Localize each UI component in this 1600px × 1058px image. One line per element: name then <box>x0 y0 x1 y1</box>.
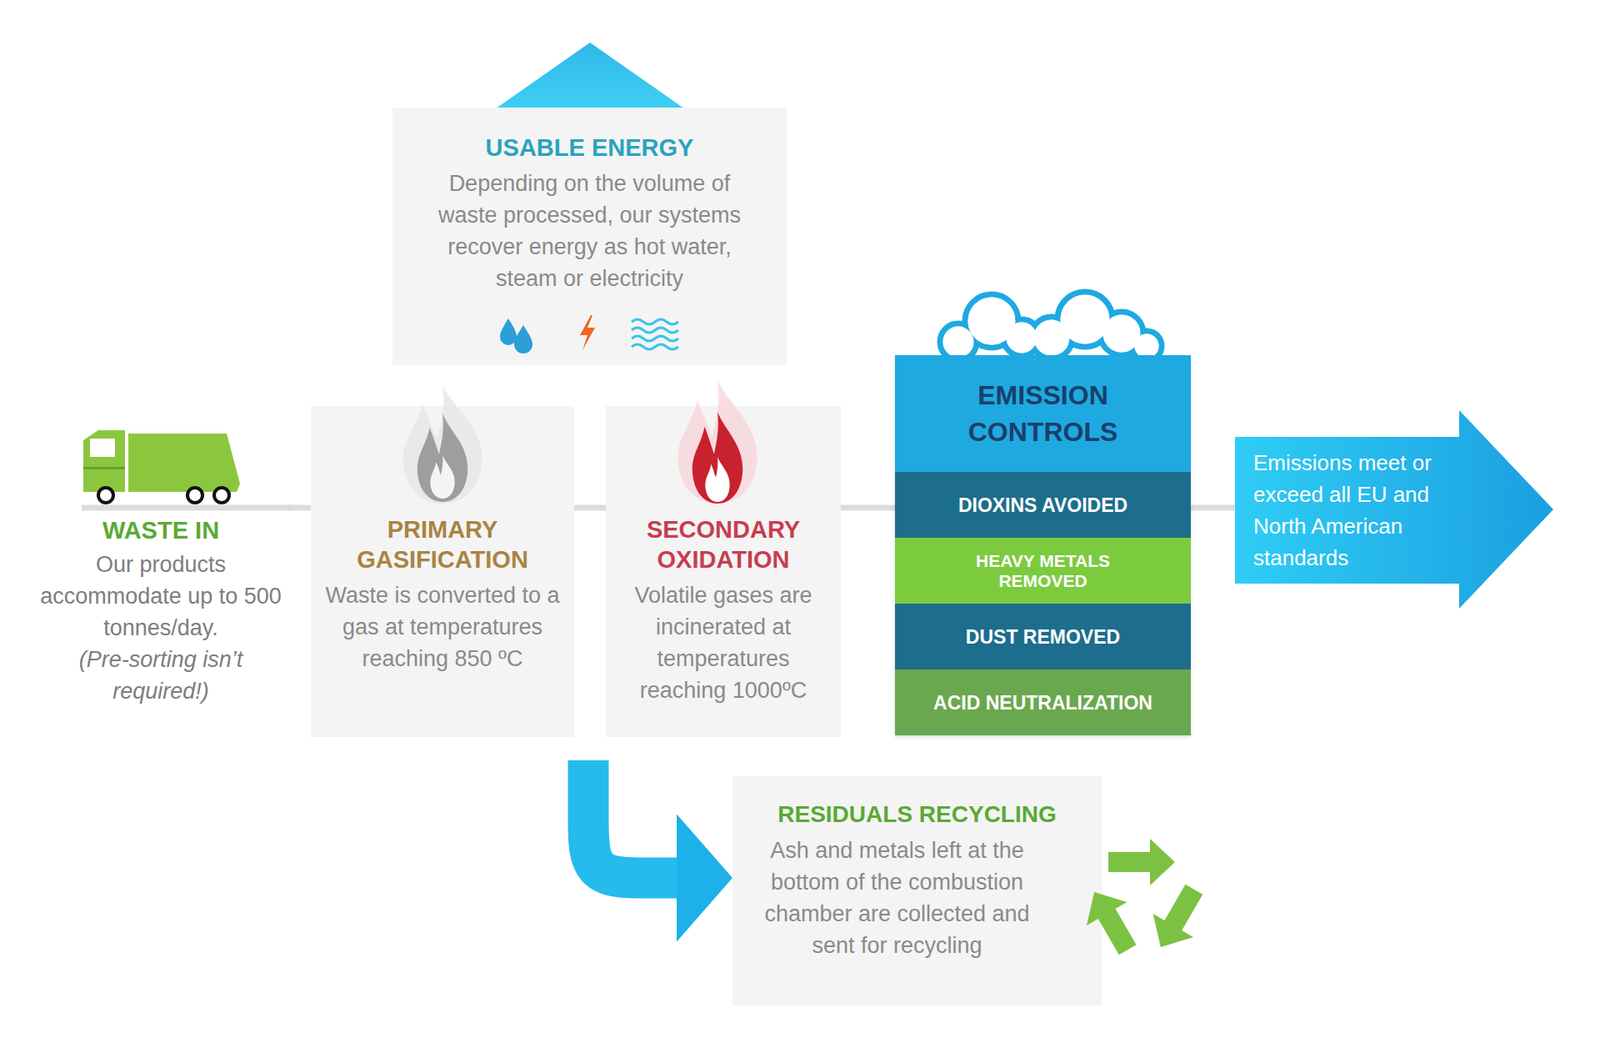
box-body: Ash and metals left at the bottom of the… <box>757 834 1037 961</box>
arrow-outline-shape <box>1235 410 1554 609</box>
flame-glow <box>403 385 483 504</box>
wave-line <box>631 344 679 350</box>
truck-stripe <box>83 466 125 470</box>
control-band: HEAVY METALS REMOVED <box>895 537 1191 604</box>
cloud-puff <box>1006 322 1038 354</box>
info-box: USABLE ENERGY Depending on the volume of … <box>392 107 787 365</box>
flame-inner <box>705 456 730 502</box>
band-label: DUST REMOVED <box>965 625 1120 648</box>
recycle-arrow <box>1074 880 1148 961</box>
result-arrow: Emissions meet or exceed all EU and Nort… <box>1235 410 1554 609</box>
truck-wheel <box>98 487 114 503</box>
truck-wheel <box>187 487 203 503</box>
info-box: RESIDUALS RECYCLING Ash and metals left a… <box>732 775 1102 1005</box>
control-band: DIOXINS AVOIDED <box>895 471 1191 538</box>
energy-icons <box>500 315 679 354</box>
flame-inner <box>430 455 455 499</box>
recycle-arrow <box>1140 877 1215 959</box>
arrow-outline <box>1235 410 1554 609</box>
heat-waves <box>631 319 679 350</box>
box-body: Depending on the volume of waste process… <box>417 167 762 295</box>
process-box: PRIMARY GASIFICATIONWaste is converted t… <box>310 405 575 737</box>
box-heading: RESIDUALS RECYCLING <box>745 799 1089 830</box>
wave-line <box>631 319 679 325</box>
flow-line <box>574 505 606 511</box>
step-body: Our products accommodate up to 500 tonne… <box>38 548 284 644</box>
box-heading: PRIMARY GASIFICATION <box>324 514 561 575</box>
wave-line <box>631 335 679 341</box>
result-text: Emissions meet or exceed all EU and Nort… <box>1253 446 1452 574</box>
truck-body <box>128 433 240 492</box>
panel-heading: EMISSION CONTROLS <box>895 355 1191 472</box>
control-band: ACID NEUTRALIZATION <box>895 669 1191 735</box>
emission-panel: EMISSION CONTROLS DIOXINS AVOIDED HEAVY ME… <box>895 355 1191 735</box>
wave-line <box>631 327 679 333</box>
box-heading: USABLE ENERGY <box>417 132 762 163</box>
band-label: HEAVY METALS REMOVED <box>947 550 1140 591</box>
recycle-arrow-shape <box>1074 880 1148 961</box>
cloud-puff <box>943 326 975 358</box>
flame-outer <box>417 413 468 502</box>
flow-line <box>1190 505 1235 511</box>
band-label: ACID NEUTRALIZATION <box>933 691 1153 714</box>
flame-outer <box>692 411 743 504</box>
truck-wheel <box>214 487 230 503</box>
input-step: WASTE INOur products accommodate up to 5… <box>33 416 289 714</box>
water-drop <box>500 318 517 345</box>
clouds <box>940 291 1162 361</box>
band-label: DIOXINS AVOIDED <box>958 494 1128 516</box>
cloud-puff <box>1060 295 1110 345</box>
control-band: DUST REMOVED <box>895 603 1191 670</box>
process-box: SECONDARY OXIDATIONVolatile gases are in… <box>605 405 841 737</box>
recycle-arrow <box>1108 838 1175 885</box>
truck-cab <box>83 430 125 492</box>
flow-line <box>840 505 895 511</box>
clouds-fill <box>943 295 1160 359</box>
lightning-bolt <box>580 315 595 350</box>
water-drop <box>514 325 533 354</box>
flow-arrow <box>588 760 677 878</box>
box-heading: SECONDARY OXIDATION <box>617 514 830 575</box>
step-note: (Pre-sorting isn’t required!) <box>38 643 284 707</box>
flow-line <box>288 505 311 511</box>
box-body: Volatile gases are incinerated at temper… <box>617 579 830 706</box>
energy-up-arrow <box>490 42 690 113</box>
grey-flame <box>403 385 483 504</box>
box-body: Waste is converted to a gas at temperatu… <box>324 579 561 675</box>
recycle-icon <box>1074 838 1215 961</box>
recycle-arrow-shape <box>1108 838 1175 885</box>
step-heading: WASTE IN <box>38 515 284 545</box>
recycle-arrow-shape <box>1140 877 1215 959</box>
flame-glow <box>678 380 758 504</box>
red-flame <box>678 380 758 504</box>
road-line <box>81 505 292 511</box>
garbage-truck <box>83 430 240 503</box>
truck-window <box>90 438 115 457</box>
